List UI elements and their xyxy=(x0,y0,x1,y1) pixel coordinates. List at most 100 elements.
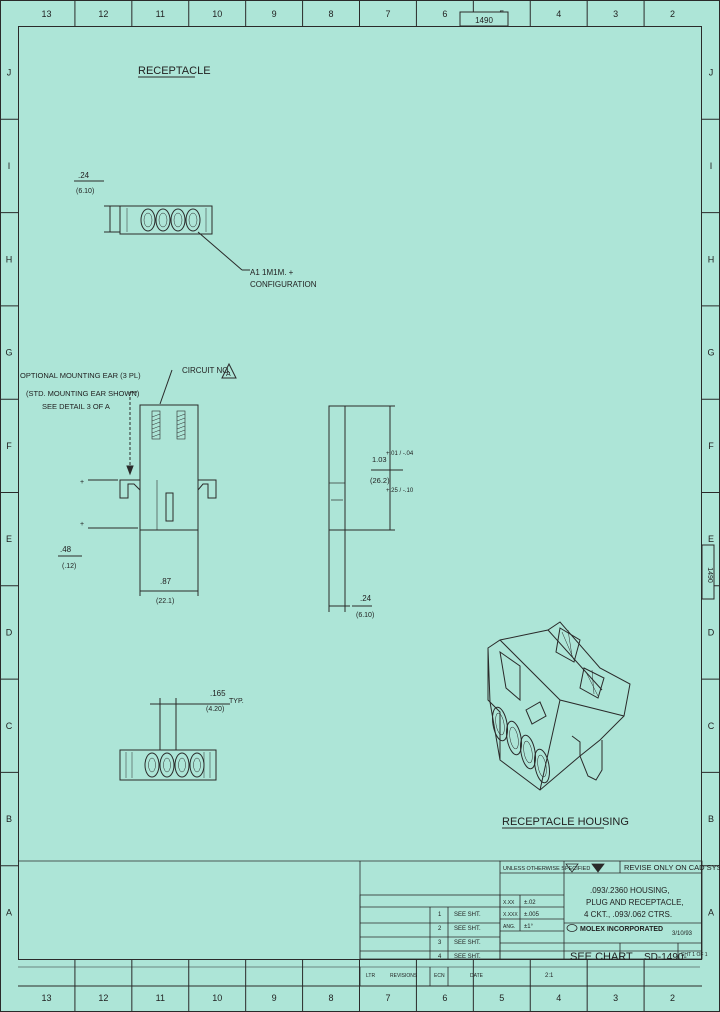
column-label-top: 11 xyxy=(156,9,165,19)
housing-isometric xyxy=(487,621,631,791)
side-tab xyxy=(701,544,715,600)
side-dim-left-mm: (.12) xyxy=(62,563,76,570)
tolerance-header: UNLESS OTHERWISE SPECIFIED xyxy=(503,866,590,872)
revision-desc: SEE SHT. xyxy=(454,940,481,946)
side-view-body xyxy=(139,404,199,531)
rev-header-date: DATE xyxy=(470,973,484,979)
revise-note: REVISE ONLY ON CAD SYSTEM xyxy=(624,863,720,872)
housing-title: RECEPTACLE HOUSING xyxy=(502,816,629,828)
top-view-dim-mm: (6.10) xyxy=(76,188,94,195)
column-label-top: 8 xyxy=(329,9,334,19)
column-label-bottom: 10 xyxy=(212,993,222,1003)
side-view: OPTIONAL MOUNTING EAR (3 PL) (STD. MOUNT… xyxy=(20,362,237,605)
cavity-circle xyxy=(140,208,156,232)
column-label-bottom: 8 xyxy=(329,993,334,1003)
sheet-number: SHT 1 OF 1 xyxy=(681,952,708,958)
receptacle-title: RECEPTACLE xyxy=(138,65,211,77)
side-dim-bottom: .87 xyxy=(160,577,172,586)
row-label-left: D xyxy=(6,627,13,637)
cavity-circle xyxy=(189,752,205,778)
config-note-1: A1 1M1M. + xyxy=(250,268,294,277)
end-dim-bottom: .24 xyxy=(360,594,372,603)
side-tab-label: 1490 xyxy=(706,567,713,583)
cavity-circle xyxy=(144,752,160,778)
column-label-top: 10 xyxy=(212,9,222,19)
column-label-bottom: 3 xyxy=(613,993,618,1003)
end-dim-bottom-mm: (6.10) xyxy=(356,612,374,619)
column-label-bottom: 4 xyxy=(556,993,561,1003)
row-label-right: D xyxy=(708,627,715,637)
drawing-number: SD-1490- xyxy=(644,952,687,963)
mounting-note-2: (STD. MOUNTING EAR SHOWN) xyxy=(26,389,140,398)
column-label-bottom: 11 xyxy=(156,993,165,1003)
row-label-right: B xyxy=(708,814,714,824)
bottom-dim: .165 xyxy=(210,689,226,698)
end-view: 1.03 +.01 / -.04 (26.2) +.25 / -.10 .24 … xyxy=(328,405,414,619)
mounting-note-3: SEE DETAIL 3 OF A xyxy=(42,402,110,411)
revision-letter: 3 xyxy=(438,940,442,946)
row-label-left: F xyxy=(6,441,12,451)
revision-letter: 2 xyxy=(438,926,442,932)
chart-label: SEE CHART xyxy=(570,951,633,963)
column-label-top: 12 xyxy=(98,9,108,19)
row-label-left: E xyxy=(6,534,12,544)
title-line-2: PLUG AND RECEPTACLE, xyxy=(586,898,684,907)
column-label-bottom: 13 xyxy=(41,993,51,1003)
column-label-top: 4 xyxy=(556,9,561,19)
row-label-right: F xyxy=(708,441,714,451)
mounting-note-1: OPTIONAL MOUNTING EAR (3 PL) xyxy=(20,371,141,380)
circuit-note: CIRCUIT NO. xyxy=(182,366,231,375)
column-label-bottom: 9 xyxy=(272,993,277,1003)
tolerance-value: ±.005 xyxy=(524,912,540,918)
column-label-bottom: 7 xyxy=(385,993,390,1003)
cavity-circle xyxy=(170,208,186,232)
cavity-circle xyxy=(159,752,175,778)
revision-desc: SEE SHT. xyxy=(454,954,481,960)
row-label-left: B xyxy=(6,814,12,824)
circuit-flag-triangle xyxy=(221,362,237,379)
end-dim-v-tol: +.01 / -.04 xyxy=(386,451,414,457)
column-label-top: 2 xyxy=(670,9,675,19)
bottom-view-body xyxy=(119,749,217,781)
top-view: .24 (6.10) A1 1M1M. + CONFIGURATION xyxy=(74,171,317,289)
rev-header-ltr: LTR xyxy=(366,973,375,979)
svg-text:+: + xyxy=(80,521,84,528)
cavity-circle xyxy=(155,208,171,232)
drawing-number-tab xyxy=(459,11,509,27)
cavity-circle xyxy=(174,752,190,778)
side-dim-bottom-mm: (22.1) xyxy=(156,598,174,605)
top-view-dim: .24 xyxy=(78,171,90,180)
column-label-top: 13 xyxy=(41,9,51,19)
title-block xyxy=(18,860,703,986)
tolerance-value: ±1° xyxy=(524,924,534,930)
revision-desc: SEE SHT. xyxy=(454,926,481,932)
row-label-left: I xyxy=(8,161,11,171)
column-label-top: 9 xyxy=(272,9,277,19)
row-label-left: J xyxy=(7,68,12,78)
side-dim-left: .48 xyxy=(60,545,72,554)
title-date: 3/10/93 xyxy=(672,931,693,937)
column-label-bottom: 2 xyxy=(670,993,675,1003)
row-label-right: J xyxy=(709,68,714,78)
bottom-dim-mm: (4.20) xyxy=(206,706,224,713)
revision-letter: 4 xyxy=(438,954,442,960)
tab-label: 1490 xyxy=(475,16,493,25)
row-label-right: G xyxy=(707,348,714,358)
row-label-right: H xyxy=(708,254,715,264)
top-view-body xyxy=(119,205,213,235)
row-label-left: G xyxy=(5,348,12,358)
cavity-circle xyxy=(185,208,201,232)
row-label-right: I xyxy=(710,161,713,171)
row-label-right: A xyxy=(708,907,714,917)
column-label-top: 6 xyxy=(442,9,447,19)
row-label-left: H xyxy=(6,254,13,264)
column-label-top: 3 xyxy=(613,9,618,19)
tolerance-key: X.XX xyxy=(503,900,515,906)
svg-text:+: + xyxy=(80,479,84,486)
rev-header-ecn: ECN xyxy=(434,973,445,979)
title-line-3: 4 CKT., .093/.062 CTRS. xyxy=(584,910,672,919)
revision-letter: 1 xyxy=(438,912,442,918)
